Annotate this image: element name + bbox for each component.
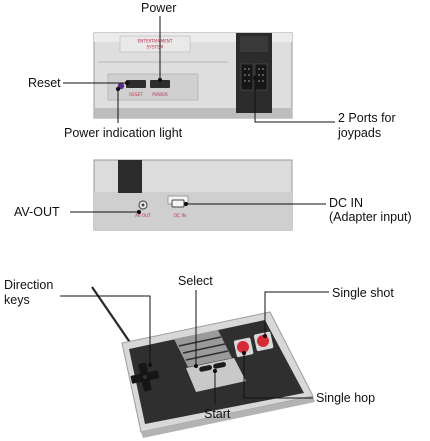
select-button[interactable] [199, 365, 213, 373]
reset-button-label: RESET [129, 92, 143, 97]
start-button[interactable] [213, 362, 227, 370]
label-single-shot: Single shot [332, 286, 394, 300]
logo-line-2: SYSTEM [147, 45, 164, 50]
joypad-port-1[interactable] [240, 63, 254, 91]
back-dark-block [118, 160, 142, 193]
single-hop-button[interactable] [237, 341, 249, 353]
logo-line-1: ENTERTAINMENT [137, 39, 172, 44]
power-button[interactable] [150, 80, 170, 88]
leader-direction [60, 295, 151, 365]
label-reset: Reset [28, 76, 61, 90]
console-top-view: ENTERTAINMENT SYSTEM RESET POWER [93, 32, 293, 119]
label-power-indication-light: Power indication light [64, 126, 183, 140]
label-power: Power [141, 1, 177, 15]
leader-ports [254, 78, 335, 123]
leader-single-shot [264, 291, 329, 336]
console-back-view: AV OUT DC IN [93, 159, 293, 231]
d-pad[interactable] [130, 362, 160, 392]
leader-single-hop [243, 353, 313, 399]
label-direction-keys: Direction keys [4, 278, 54, 307]
av-out-port-label: AV OUT [135, 213, 151, 218]
dc-in-port[interactable] [171, 199, 185, 208]
reset-button[interactable] [126, 80, 146, 88]
label-dc-in-adapter: (Adapter input) [329, 210, 412, 224]
single-shot-button[interactable] [257, 335, 269, 347]
power-button-label: POWER [152, 92, 168, 97]
label-dc-in: DC IN [329, 196, 364, 210]
leader-lines [60, 16, 335, 404]
label-joypad-ports: 2 Ports for joypads [338, 111, 396, 140]
label-av-out: AV-OUT [14, 205, 60, 219]
label-select: Select [178, 274, 213, 288]
dc-in-port-label: DC IN [174, 213, 186, 218]
label-single-hop: Single hop [316, 391, 376, 405]
label-start: Start [204, 407, 231, 421]
